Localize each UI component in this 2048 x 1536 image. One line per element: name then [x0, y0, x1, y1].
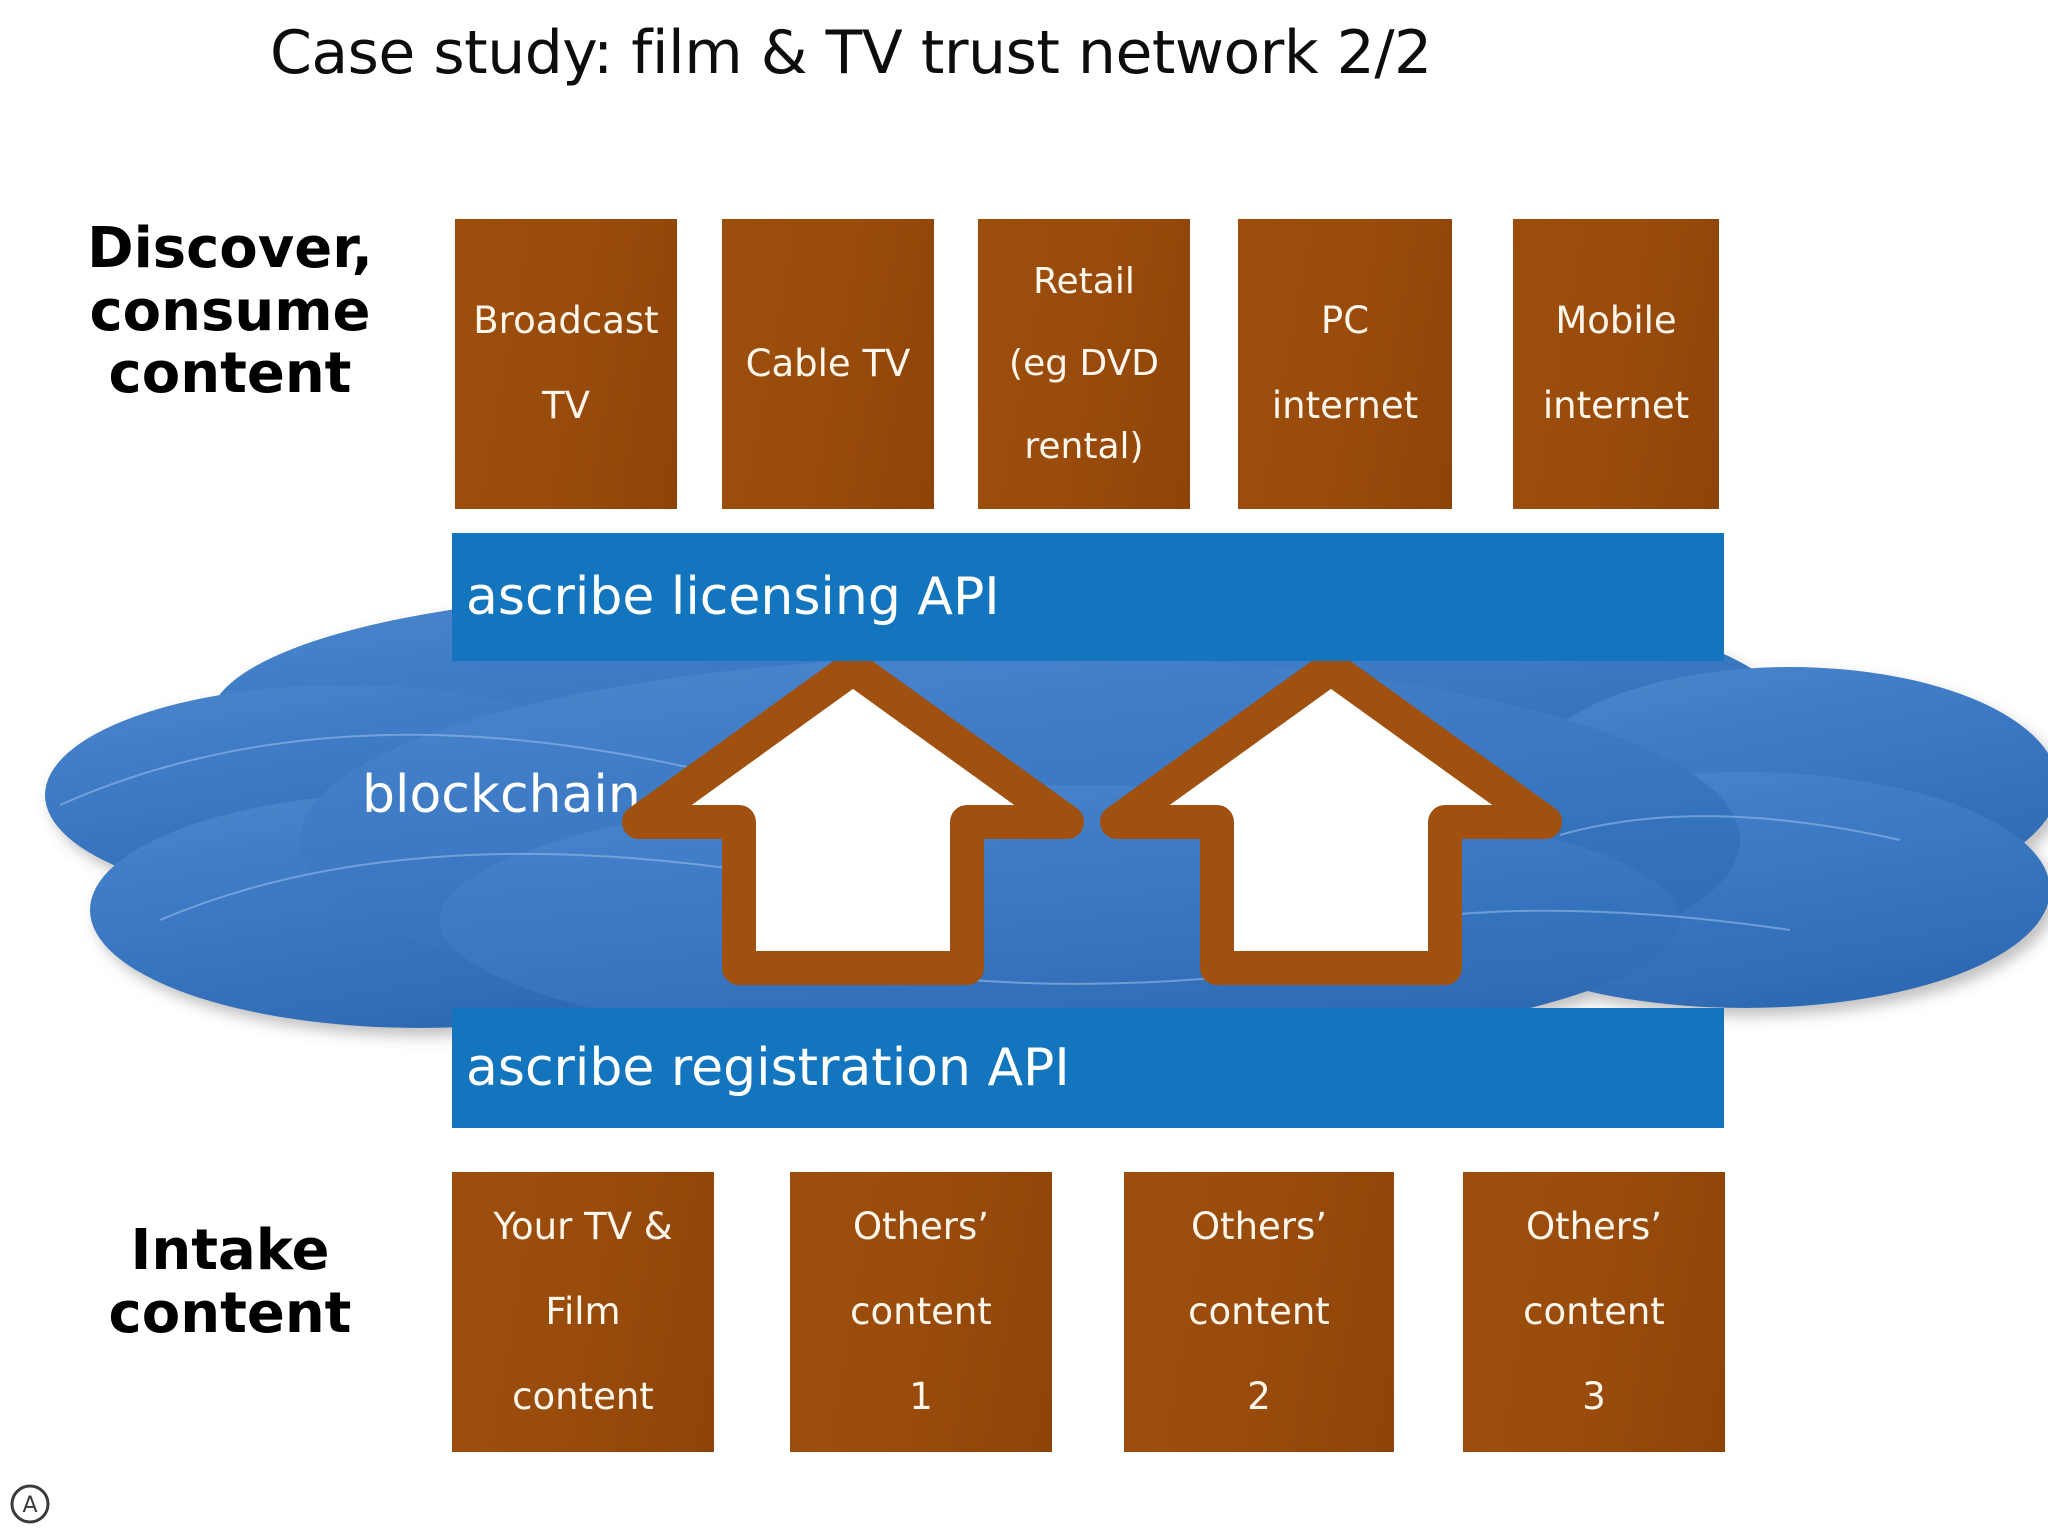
- api-bar-licensing-label: ascribe licensing API: [466, 567, 1000, 627]
- box-line: content: [512, 1374, 654, 1418]
- box-line: internet: [1542, 384, 1690, 428]
- heading-line: Discover,: [87, 216, 373, 281]
- box-line: 3: [1582, 1374, 1606, 1418]
- box-line: 2: [1247, 1374, 1271, 1418]
- page-title: Case study: film & TV trust network 2/2: [270, 18, 1432, 88]
- arrow-up-right-icon: [1100, 651, 1562, 985]
- section-heading-intake: Intake content: [60, 1218, 400, 1346]
- box-line: (eg DVD: [1009, 343, 1159, 385]
- consume-box-mobile-internet[interactable]: Mobile internet: [1513, 219, 1719, 509]
- box-line: Others’: [852, 1204, 990, 1248]
- box-line: Others’: [1525, 1204, 1663, 1248]
- heading-line: content: [108, 1280, 352, 1346]
- box-line: Others’: [1190, 1204, 1328, 1248]
- heading-line: consume: [89, 278, 371, 344]
- heading-line: content: [108, 341, 352, 407]
- box-line: Broadcast: [473, 299, 659, 343]
- box-line: content: [1188, 1289, 1330, 1333]
- cloud-puffs: [45, 592, 2048, 1055]
- box-line: TV: [542, 384, 590, 428]
- box-line: PC: [1320, 299, 1370, 343]
- cloud-puff-seams: [59, 733, 1901, 985]
- intake-box-others-content-3[interactable]: Others’ content 3: [1463, 1172, 1725, 1452]
- box-line: internet: [1271, 384, 1419, 428]
- api-bar-registration-label: ascribe registration API: [466, 1038, 1070, 1098]
- blockchain-label: blockchain: [362, 765, 641, 825]
- consume-box-retail-dvd[interactable]: Retail (eg DVD rental): [978, 219, 1190, 509]
- api-bar-licensing: ascribe licensing API: [452, 533, 1724, 661]
- intake-box-your-content[interactable]: Your TV & Film content: [452, 1172, 714, 1452]
- intake-box-others-content-2[interactable]: Others’ content 2: [1124, 1172, 1394, 1452]
- consume-box-pc-internet[interactable]: PC internet: [1238, 219, 1452, 509]
- box-line: Cable TV: [745, 341, 911, 385]
- api-bar-registration: ascribe registration API: [452, 1008, 1724, 1128]
- consume-box-cable-tv[interactable]: Cable TV: [722, 219, 934, 509]
- ascribe-logo-icon: A: [10, 1484, 50, 1524]
- ascribe-logo-letter: A: [22, 1493, 37, 1518]
- box-line: Your TV &: [493, 1204, 673, 1248]
- box-line: content: [1523, 1289, 1665, 1333]
- consume-box-broadcast-tv[interactable]: Broadcast TV: [455, 219, 677, 509]
- box-line: 1: [909, 1374, 933, 1418]
- box-line: Mobile: [1555, 299, 1677, 343]
- heading-line: Intake: [130, 1218, 330, 1283]
- box-line: content: [850, 1289, 992, 1333]
- section-heading-discover: Discover, consume content: [60, 216, 400, 407]
- arrow-up-left-icon: [622, 651, 1084, 985]
- box-line: rental): [1024, 426, 1144, 468]
- box-line: Film: [545, 1289, 621, 1333]
- intake-box-others-content-1[interactable]: Others’ content 1: [790, 1172, 1052, 1452]
- box-line: Retail: [1033, 260, 1135, 302]
